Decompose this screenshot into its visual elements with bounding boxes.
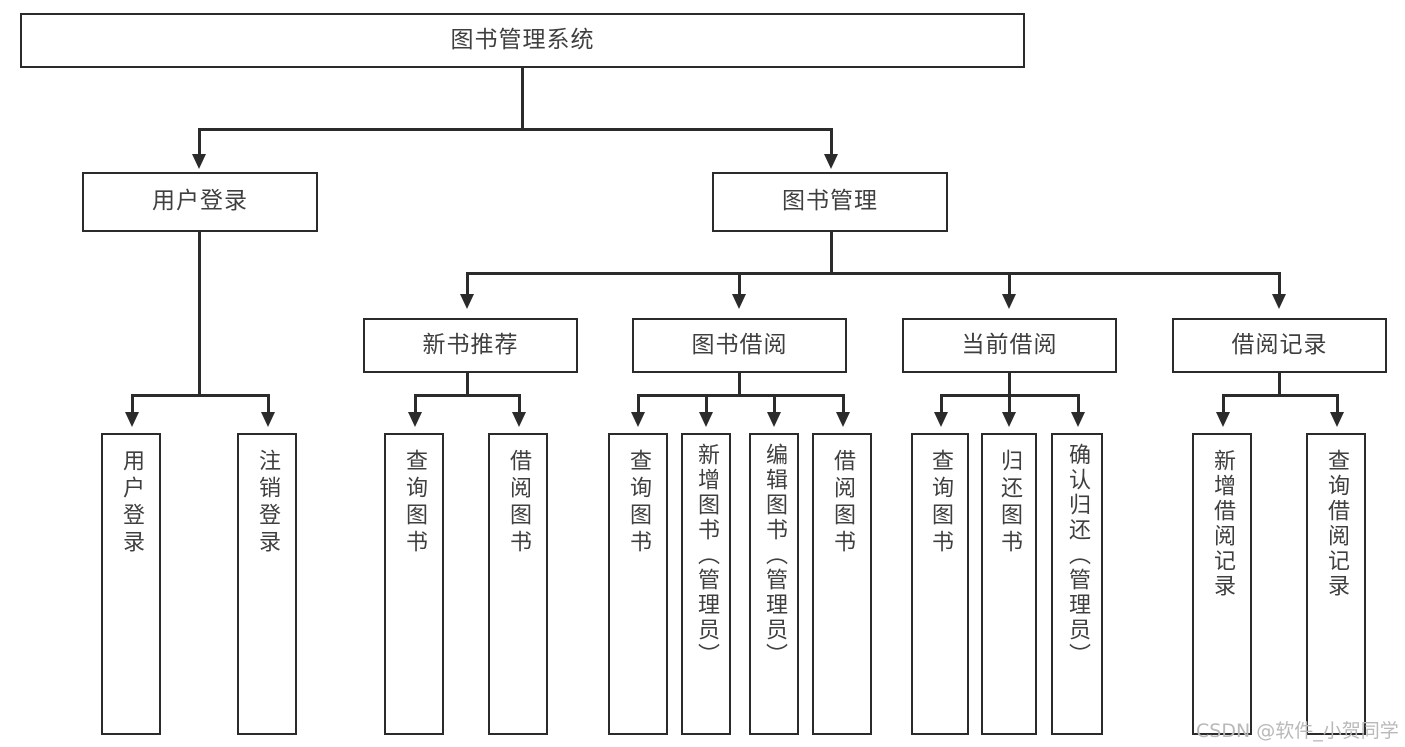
edge-bb-bus	[637, 394, 842, 397]
arrow-bm-to-current-borrow	[1002, 294, 1016, 309]
node-new-book-recommend[interactable]: 新书推荐	[363, 318, 578, 373]
node-current-borrow[interactable]: 当前借阅	[902, 318, 1117, 373]
edge-user-login-stem	[198, 232, 201, 396]
node-leaf-add-record[interactable]: 新增借阅记录	[1192, 433, 1252, 735]
node-book-borrow[interactable]: 图书借阅	[632, 318, 847, 373]
edge-br-drop-1	[1222, 394, 1225, 414]
node-root-label: 图书管理系统	[450, 26, 595, 53]
arrow-bb-leaf-1	[631, 412, 645, 427]
watermark: CSDN @软件_小贺同学	[1196, 720, 1399, 742]
node-leaf-borrow-book-2-label: 借阅图书	[830, 449, 855, 557]
node-leaf-borrow-book-1[interactable]: 借阅图书	[488, 433, 548, 735]
node-leaf-query-record-label: 查询借阅记录	[1324, 449, 1349, 599]
node-user-login[interactable]: 用户登录	[82, 172, 318, 232]
arrow-user-login-leaf-2	[261, 412, 275, 427]
edge-cb-drop-1	[940, 394, 943, 414]
edge-root-to-book-management	[830, 128, 833, 156]
node-book-borrow-label: 图书借阅	[691, 331, 788, 358]
node-root[interactable]: 图书管理系统	[20, 13, 1025, 68]
edge-nbr-bus	[414, 394, 518, 397]
node-borrow-record-label: 借阅记录	[1231, 331, 1328, 358]
node-leaf-query-book-3-label: 查询图书	[928, 449, 953, 557]
arrow-bm-to-book-borrow	[732, 294, 746, 309]
edge-br-drop-2	[1336, 394, 1339, 414]
edge-book-management-stem	[830, 232, 833, 274]
node-leaf-user-login-label: 用户登录	[119, 449, 144, 557]
edge-root-stem	[521, 68, 524, 130]
edge-br-stem	[1278, 373, 1281, 396]
edge-user-login-bus	[131, 394, 267, 397]
edge-bb-drop-4	[842, 394, 845, 414]
node-leaf-return-book-label: 归还图书	[997, 449, 1022, 557]
arrow-bm-to-borrow-record	[1272, 294, 1286, 309]
node-leaf-borrow-book-2[interactable]: 借阅图书	[812, 433, 872, 735]
edge-cb-stem	[1008, 373, 1011, 396]
edge-nbr-stem	[466, 373, 469, 396]
node-leaf-query-record[interactable]: 查询借阅记录	[1306, 433, 1366, 735]
arrow-user-login-leaf-1	[125, 412, 139, 427]
node-leaf-borrow-book-1-label: 借阅图书	[506, 449, 531, 557]
node-leaf-add-book-label: 新增图书（管理员）	[694, 443, 719, 668]
node-leaf-user-login[interactable]: 用户登录	[101, 433, 161, 735]
node-book-management[interactable]: 图书管理	[712, 172, 948, 232]
node-leaf-confirm-return-label: 确认归还（管理员）	[1065, 443, 1090, 668]
edge-root-bus	[198, 128, 832, 131]
arrow-bb-leaf-3	[767, 412, 781, 427]
node-borrow-record[interactable]: 借阅记录	[1172, 318, 1387, 373]
edge-nbr-drop-2	[518, 394, 521, 414]
arrow-br-leaf-2	[1330, 412, 1344, 427]
edge-bm-drop-2	[738, 272, 741, 296]
node-leaf-edit-book-label: 编辑图书（管理员）	[762, 443, 787, 668]
node-user-login-label: 用户登录	[152, 188, 248, 215]
arrow-cb-leaf-1	[934, 412, 948, 427]
node-book-management-label: 图书管理	[782, 188, 878, 215]
arrow-bb-leaf-2	[699, 412, 713, 427]
arrow-root-to-book-management	[824, 154, 838, 169]
node-current-borrow-label: 当前借阅	[961, 331, 1058, 358]
edge-root-to-user-login	[198, 128, 201, 156]
edge-book-management-bus	[466, 272, 1280, 275]
edge-br-bus	[1222, 394, 1336, 397]
arrow-bb-leaf-4	[836, 412, 850, 427]
node-leaf-add-book[interactable]: 新增图书（管理员）	[681, 433, 731, 735]
arrow-nbr-leaf-2	[512, 412, 526, 427]
node-leaf-return-book[interactable]: 归还图书	[981, 433, 1037, 735]
arrow-cb-leaf-2	[1002, 412, 1016, 427]
arrow-bm-to-new-book-recommend	[460, 294, 474, 309]
node-leaf-query-book-3[interactable]: 查询图书	[911, 433, 969, 735]
arrow-br-leaf-1	[1216, 412, 1230, 427]
edge-bb-stem	[738, 373, 741, 396]
arrow-cb-leaf-3	[1071, 412, 1085, 427]
edge-bb-drop-3	[773, 394, 776, 414]
node-leaf-logout-label: 注销登录	[255, 449, 280, 557]
edge-user-login-drop-1	[131, 394, 134, 414]
edge-bm-drop-1	[466, 272, 469, 296]
node-leaf-add-record-label: 新增借阅记录	[1210, 449, 1235, 599]
node-leaf-confirm-return[interactable]: 确认归还（管理员）	[1051, 433, 1103, 735]
edge-cb-drop-3	[1077, 394, 1080, 414]
edge-cb-drop-2	[1008, 394, 1011, 414]
arrow-nbr-leaf-1	[408, 412, 422, 427]
edge-user-login-drop-2	[267, 394, 270, 414]
node-new-book-recommend-label: 新书推荐	[422, 331, 519, 358]
node-leaf-query-book-2-label: 查询图书	[626, 449, 651, 557]
edge-bm-drop-3	[1008, 272, 1011, 296]
edge-nbr-drop-1	[414, 394, 417, 414]
edge-bb-drop-1	[637, 394, 640, 414]
node-leaf-edit-book[interactable]: 编辑图书（管理员）	[749, 433, 799, 735]
arrow-root-to-user-login	[192, 154, 206, 169]
node-leaf-logout[interactable]: 注销登录	[237, 433, 297, 735]
node-leaf-query-book-2[interactable]: 查询图书	[608, 433, 668, 735]
node-leaf-query-book-1-label: 查询图书	[402, 449, 427, 557]
node-leaf-query-book-1[interactable]: 查询图书	[384, 433, 444, 735]
edge-bb-drop-2	[705, 394, 708, 414]
edge-bm-drop-4	[1278, 272, 1281, 296]
